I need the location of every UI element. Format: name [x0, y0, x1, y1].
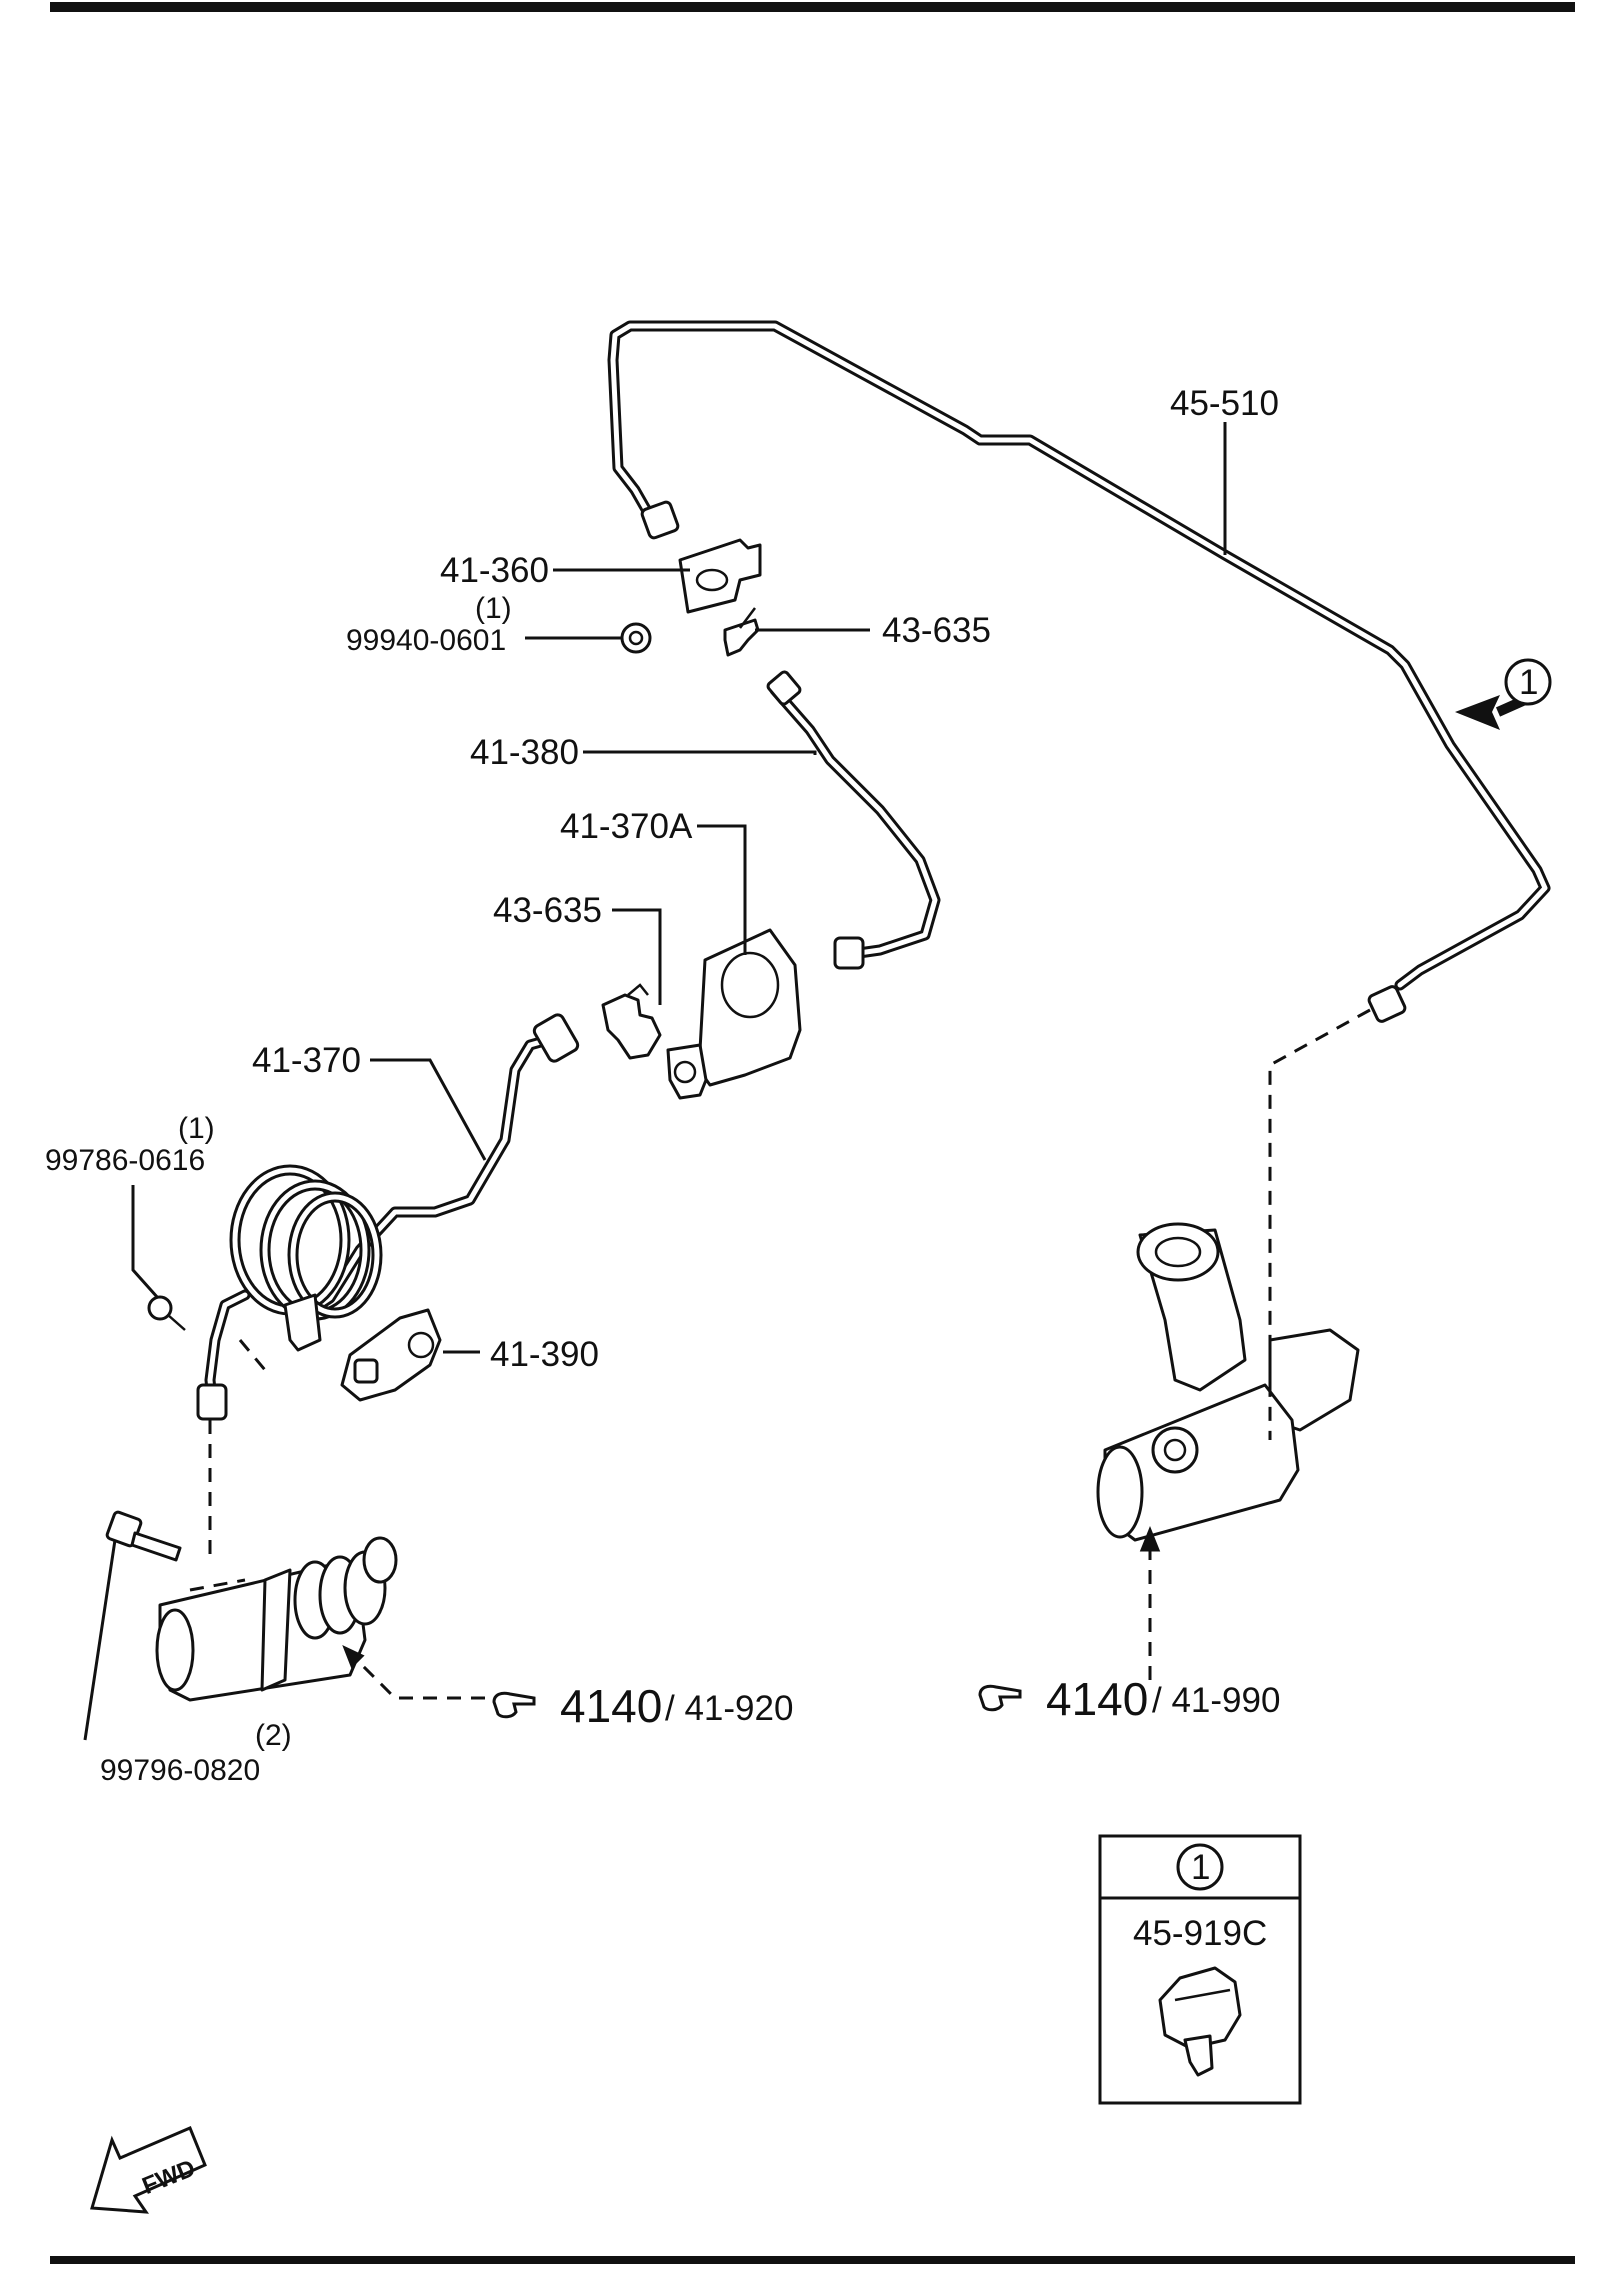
label-41-370A: 41-370A	[560, 807, 693, 846]
label-41-380: 41-380	[470, 733, 579, 772]
label-99796-0820: 99796-0820	[100, 1754, 260, 1787]
ref-group-41-990: 4140	[1046, 1673, 1148, 1725]
clip-43-635-mid[interactable]	[601, 983, 662, 1060]
pointing-hand-icon	[978, 1684, 1022, 1712]
bracket-41-370A[interactable]	[666, 928, 802, 1100]
ref-part-41-990: / 41-990	[1152, 1681, 1280, 1720]
top-border	[50, 2, 1575, 12]
ref-part-41-920: / 41-920	[665, 1689, 793, 1728]
label-99786-qty: (1)	[178, 1112, 215, 1145]
assembly-lines	[189, 1008, 1371, 1700]
reference-41-990[interactable]: 4140 / 41-990	[978, 1673, 1280, 1725]
pipe-45-510[interactable]	[607, 320, 1551, 1023]
label-99796-qty: (2)	[255, 1719, 292, 1752]
inset-circle-label: 1	[1191, 1848, 1210, 1887]
pipe-41-380[interactable]	[766, 670, 941, 970]
label-43-635-mid: 43-635	[493, 891, 602, 930]
clip-45-919C	[1158, 1966, 1242, 2077]
circle-ref-label: 1	[1519, 663, 1538, 702]
inset-part-label: 45-919C	[1133, 1914, 1267, 1953]
label-41-390: 41-390	[490, 1335, 599, 1374]
circle-ref-1: 1	[1455, 658, 1552, 730]
bolt-99796-0820[interactable]	[105, 1510, 182, 1562]
label-41-360: 41-360	[440, 551, 549, 590]
fwd-arrow-icon: FWD	[90, 2126, 207, 2214]
leader-lines	[83, 422, 1227, 1741]
bottom-border	[50, 2256, 1575, 2264]
label-43-635-top: 43-635	[882, 611, 991, 650]
clip-43-635-top[interactable]	[723, 607, 760, 657]
part-labels: 45-510 41-360 (1) 99940-0601 43-635 41-3…	[45, 384, 1279, 1787]
label-99786-0616: 99786-0616	[45, 1144, 205, 1177]
pointing-hand-icon	[492, 1691, 536, 1719]
ref-group-41-920: 4140	[560, 1680, 662, 1732]
pipe-41-370[interactable]	[196, 1013, 580, 1421]
label-45-510: 45-510	[1170, 384, 1279, 423]
label-99940-qty: (1)	[475, 592, 512, 625]
reference-41-920[interactable]: 4140 / 41-920	[492, 1680, 793, 1732]
label-99940-0601: 99940-0601	[346, 624, 506, 657]
bracket-41-360[interactable]	[678, 538, 762, 614]
release-cylinder-41-920[interactable]	[155, 1536, 398, 1702]
master-cylinder-41-990[interactable]	[1096, 1222, 1360, 1542]
bracket-41-390[interactable]	[283, 1293, 442, 1402]
inset-45-919C[interactable]: 1 45-919C	[1098, 1834, 1302, 2105]
bolt-99786-0616[interactable]	[147, 1295, 186, 1331]
nut-99940-0601[interactable]	[620, 622, 652, 654]
label-41-370: 41-370	[252, 1041, 361, 1080]
